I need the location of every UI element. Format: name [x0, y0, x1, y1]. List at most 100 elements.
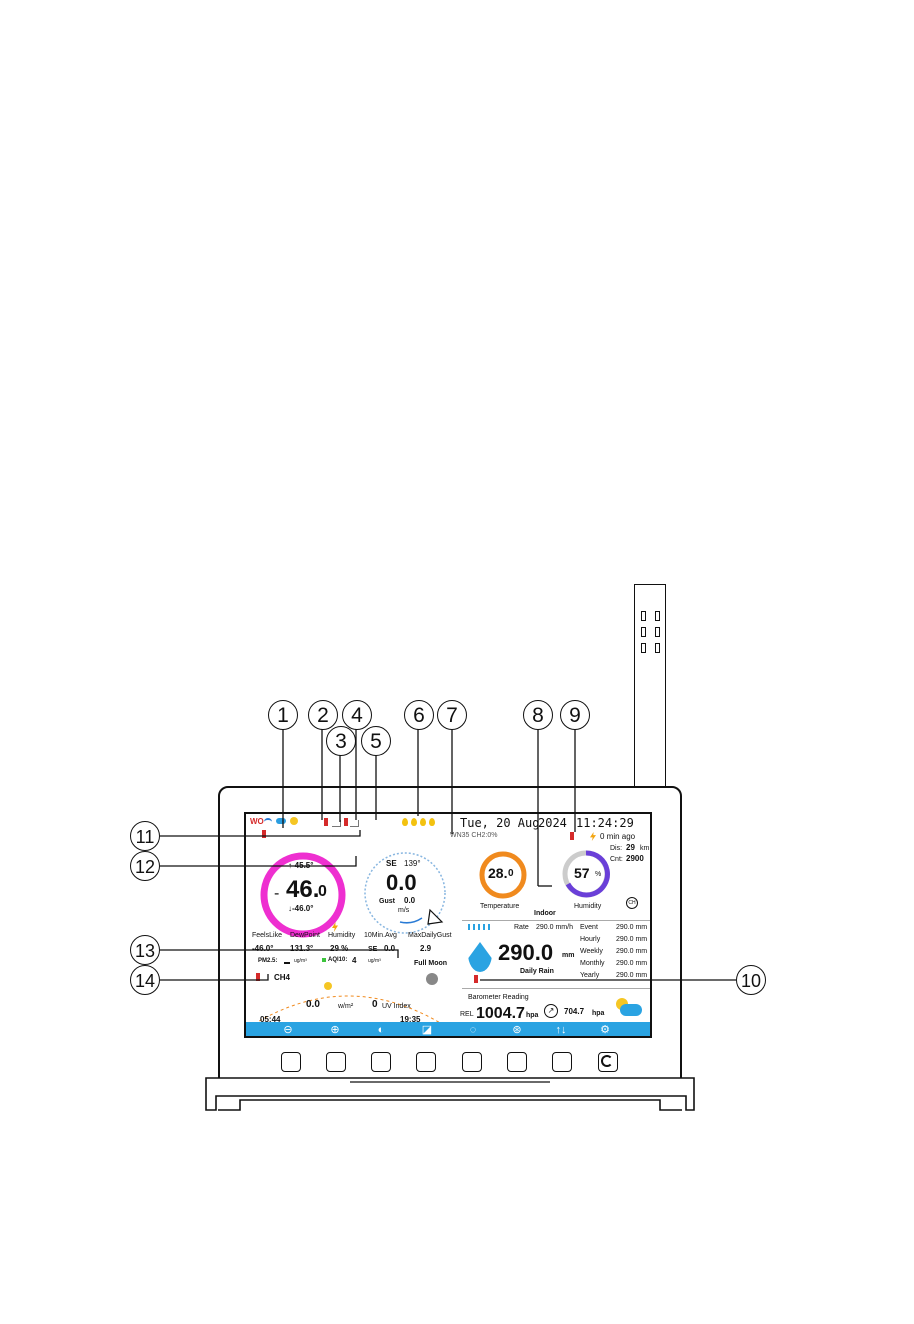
lightning-dis-label: Dis: — [610, 845, 623, 852]
outdoor-temp-decimal: 0 — [318, 883, 327, 900]
forecast-cloud-icon — [620, 1004, 642, 1016]
rain-row-label: Hourly — [580, 936, 601, 943]
rain-row-label: Yearly — [580, 972, 600, 979]
battery-low-icon — [570, 832, 574, 840]
hardware-key-7[interactable] — [552, 1052, 572, 1072]
callout-7: 7 — [437, 700, 467, 730]
pm25-unit: ug/m³ — [294, 958, 307, 964]
aqi-label: AQI10: — [328, 957, 348, 963]
pm25-label: PM2.5: — [258, 958, 278, 964]
indoor-humidity-unit: % — [595, 871, 602, 878]
contrast-icon[interactable]: ◐ — [377, 1024, 385, 1036]
battery-low-icon — [256, 973, 260, 981]
moon-icon — [426, 973, 438, 985]
aqi-status-icon — [322, 958, 326, 962]
callout-2: 2 — [308, 700, 338, 730]
humidity-value: 29 % — [330, 944, 349, 953]
solar-arc — [253, 982, 443, 1025]
display-screen: WO Tue, 20 Aug 2024 11:24:29 WN35 CH2:0%… — [244, 812, 652, 1038]
indoor-humidity-ring — [562, 850, 610, 898]
leak-icon-4 — [429, 818, 435, 826]
stat-label-dewpoint: DewPoint — [290, 932, 320, 939]
outdoor-temp-sign: - — [274, 885, 280, 902]
divider — [462, 920, 650, 921]
rain-unit: mm — [562, 952, 575, 959]
wn35-label: WN35 CH2:0% — [450, 832, 498, 839]
sort-icon[interactable]: ↑↓ — [555, 1024, 567, 1036]
outdoor-temp: 46. — [286, 876, 320, 903]
battery-low-icon — [324, 818, 328, 826]
wifi-icon — [264, 818, 272, 826]
hardware-key-5[interactable] — [462, 1052, 482, 1072]
lightning-dis-value: 29 — [626, 843, 635, 852]
callout-12: 12 — [130, 851, 160, 881]
solar-value: 0.0 — [306, 999, 320, 1010]
lightning-icon — [332, 922, 338, 932]
lightning-icon — [590, 832, 596, 841]
callout-1: 1 — [268, 700, 298, 730]
date: Tue, 20 Aug — [460, 816, 540, 830]
callout-6: 6 — [404, 700, 434, 730]
gust-label: Gust — [379, 898, 395, 905]
stat-label-avg: 10Min.Avg — [364, 932, 397, 939]
console-stand — [205, 1077, 695, 1111]
dew-point-value: 131.3° — [290, 944, 314, 953]
uv-value: 0 — [372, 999, 378, 1010]
aqi-value: 4 — [352, 956, 357, 965]
rain-row-label: Weekly — [580, 948, 603, 955]
stat-label-maxgust: MaxDailyGust — [408, 932, 452, 939]
callout-14: 14 — [130, 965, 160, 995]
lightning-dis-unit: km — [640, 845, 650, 852]
callout-4: 4 — [342, 700, 372, 730]
brightness-icon[interactable]: ◪ — [421, 1024, 433, 1036]
rain-rate-value: 290.0 mm/h — [536, 924, 573, 931]
battery-low-icon — [262, 830, 266, 838]
feels-like-value: -46.0° — [252, 944, 274, 953]
leak-icon-2 — [411, 818, 417, 826]
channel-icon[interactable]: CH — [626, 897, 638, 909]
barometer-title: Barometer Reading — [468, 994, 529, 1001]
year: 2024 — [538, 816, 567, 830]
power-key[interactable] — [598, 1052, 618, 1072]
lightning-ago: 0 min ago — [600, 832, 636, 841]
callout-10: 10 — [736, 965, 766, 995]
barometer-unit: hpa — [526, 1012, 539, 1019]
sensor-mast — [634, 584, 666, 788]
battery-low-icon — [344, 818, 348, 826]
hardware-key-4[interactable] — [416, 1052, 436, 1072]
channel-icon[interactable]: ⊛ — [512, 1024, 522, 1036]
gust-value: 0.0 — [404, 896, 416, 905]
lightning-cnt-value: 2900 — [626, 854, 644, 863]
daily-rain-value: 290.0 — [498, 940, 554, 965]
refresh-icon[interactable]: ◌ — [469, 1024, 477, 1036]
rain-row-label: Monthly — [580, 960, 605, 967]
indoor-temp: 28. — [488, 865, 508, 881]
minus-icon[interactable]: ⊖ — [283, 1024, 293, 1036]
trend-up-icon: ↗ — [544, 1004, 558, 1018]
callout-3: 3 — [326, 726, 356, 756]
pm25-dash — [284, 962, 290, 964]
hardware-key-2[interactable] — [326, 1052, 346, 1072]
battery-low-icon — [474, 975, 478, 983]
indoor-title: Indoor — [534, 910, 556, 917]
sunset-time: 19:35 — [400, 1015, 421, 1024]
barometer-rel: REL — [460, 1011, 474, 1018]
settings-icon[interactable]: ⚙ — [600, 1024, 610, 1036]
hardware-key-1[interactable] — [281, 1052, 301, 1072]
time: 11:24:29 — [576, 816, 634, 830]
wind-arrow-icon — [427, 908, 444, 925]
moon-phase: Full Moon — [414, 960, 448, 967]
plus-icon[interactable]: ⊕ — [330, 1024, 340, 1036]
rain-row-value: 290.0 mm — [616, 924, 648, 931]
hardware-key-6[interactable] — [507, 1052, 527, 1072]
indoor-humidity-label: Humidity — [574, 903, 602, 910]
stat-label-feelslike: FeelsLike — [252, 932, 282, 939]
callout-5: 5 — [361, 726, 391, 756]
callout-9: 9 — [560, 700, 590, 730]
max-gust-value: 2.9 — [420, 944, 432, 953]
callout-8: 8 — [523, 700, 553, 730]
sun-position-icon — [324, 982, 332, 990]
indoor-temp-ring — [479, 851, 527, 899]
hardware-key-3[interactable] — [371, 1052, 391, 1072]
